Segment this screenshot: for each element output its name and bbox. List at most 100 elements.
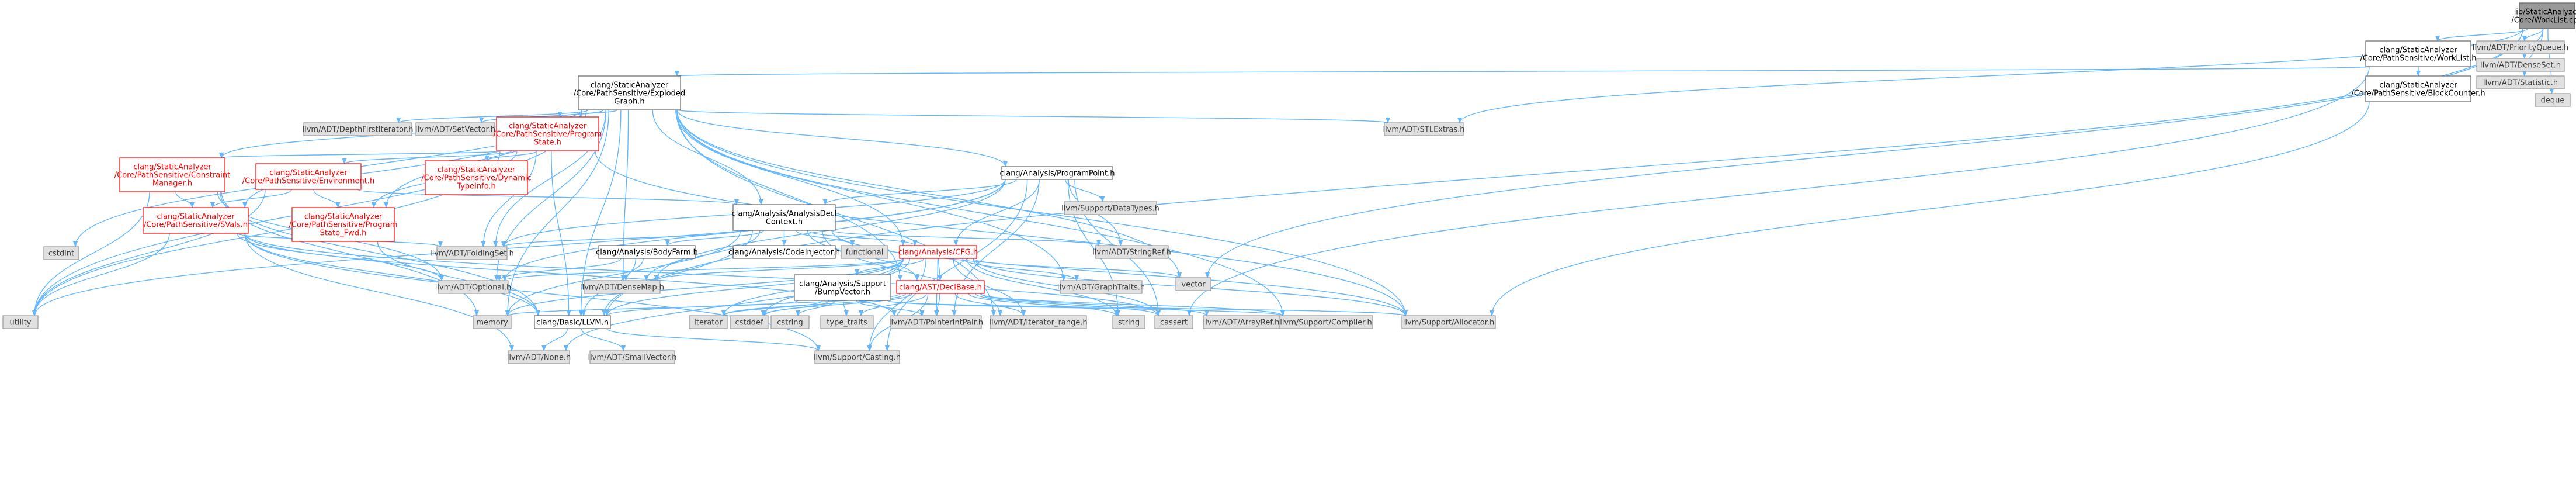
node-label-line: /BumpVector.h — [815, 288, 870, 297]
node-vector[interactable]: vector — [1175, 277, 1211, 291]
node-box — [473, 315, 512, 329]
node-label-line: clang/AST/DeclBase.h — [899, 284, 982, 292]
node-utility[interactable]: utility — [2, 315, 39, 329]
node-label-line: clang/StaticAnalyzer — [438, 166, 516, 175]
node-none[interactable]: llvm/ADT/None.h — [507, 350, 571, 364]
node-box — [255, 163, 362, 190]
edge-analysis_decl_context-to-folding_set — [501, 230, 738, 247]
node-bump-vector[interactable]: clang/Analysis/Support/BumpVector.h — [794, 274, 891, 301]
node-dynamic-type[interactable]: clang/StaticAnalyzer/Core/PathSensitive/… — [421, 160, 532, 195]
node-small-vector[interactable]: llvm/ADT/SmallVector.h — [588, 350, 677, 364]
edge-program_state-to-dynamic_type — [484, 150, 537, 161]
edge-constraint_manager-to-svals — [175, 191, 195, 208]
node-cassert[interactable]: cassert — [1154, 315, 1193, 329]
node-compiler[interactable]: llvm/Support/Compiler.h — [1279, 315, 1373, 329]
node-functional[interactable]: functional — [841, 245, 888, 259]
node-box — [2535, 93, 2571, 107]
node-body-farm[interactable]: clang/Analysis/BodyFarm.h — [596, 245, 698, 259]
node-label-line: State.h — [534, 139, 561, 147]
node-pointer-int-pair[interactable]: llvm/ADT/PointerIntPair.h — [889, 315, 983, 329]
node-label-line: clang/Analysis/CFG.h — [898, 248, 978, 257]
node-set-vector[interactable]: llvm/ADT/SetVector.h — [415, 122, 495, 136]
edge-cfg-to-basic_llvm — [605, 258, 904, 316]
edge-cfg-to-memory — [505, 258, 904, 316]
node-type-traits[interactable]: type_traits — [820, 315, 874, 329]
node-box — [730, 315, 769, 329]
node-folding-set[interactable]: llvm/ADT/FoldingSet.h — [430, 246, 514, 260]
node-cstring[interactable]: cstring — [770, 315, 810, 329]
node-label-line: /Core/PathSensitive/Constraint — [114, 171, 230, 180]
node-label-line: /Core/PathSensitive/Environment.h — [242, 177, 374, 186]
node-box — [689, 315, 728, 329]
node-code-injector[interactable]: clang/Analysis/CodeInjector.h — [728, 245, 840, 259]
node-dense-map[interactable]: llvm/ADT/DenseMap.h — [580, 280, 664, 294]
node-depth-first[interactable]: llvm/ADT/DepthFirstIterator.h — [303, 122, 414, 136]
node-iterator-range[interactable]: llvm/ADT/iterator_range.h — [989, 315, 1088, 329]
edge-environment-to-svals — [210, 189, 292, 208]
node-basic-llvm[interactable]: clang/Basic/LLVM.h — [534, 315, 611, 329]
node-environment[interactable]: clang/StaticAnalyzer/Core/PathSensitive/… — [242, 163, 374, 190]
node-dense-set[interactable]: llvm/ADT/DenseSet.h — [2476, 58, 2565, 72]
node-stl-extras[interactable]: llvm/ADT/STLExtras.h — [1383, 122, 1465, 136]
node-label-line: clang/StaticAnalyzer — [157, 213, 235, 222]
node-program-point[interactable]: clang/Analysis/ProgramPoint.h — [999, 166, 1115, 180]
edge-cfg-to-string — [966, 258, 1119, 316]
node-exploded-graph[interactable]: clang/StaticAnalyzer/Core/PathSensitive/… — [574, 75, 685, 110]
node-box — [2476, 40, 2565, 54]
node-root[interactable]: lib/StaticAnalyzer/Core/WorkList.cpp — [2511, 2, 2576, 29]
node-label-line: clang/Basic/LLVM.h — [536, 319, 609, 327]
node-constraint-manager[interactable]: clang/StaticAnalyzer/Core/PathSensitive/… — [114, 157, 230, 192]
node-worklist-h[interactable]: clang/StaticAnalyzer/Core/PathSensitive/… — [2360, 40, 2477, 67]
node-label-line: clang/Analysis/CodeInjector.h — [728, 248, 840, 257]
node-program-state-fwd[interactable]: clang/StaticAnalyzer/Core/PathSensitive/… — [289, 207, 398, 242]
node-allocator[interactable]: llvm/Support/Allocator.h — [1401, 315, 1496, 329]
node-box — [732, 204, 836, 231]
node-box — [1384, 122, 1464, 136]
node-string[interactable]: string — [1112, 315, 1145, 329]
edge-bump_vector-to-cstring — [796, 300, 835, 316]
node-label-line: /Core/PathSensitive/Exploded — [574, 89, 685, 98]
node-cfg[interactable]: clang/Analysis/CFG.h — [898, 245, 978, 259]
node-optional[interactable]: llvm/ADT/Optional.h — [435, 280, 512, 294]
node-label-line: clang/StaticAnalyzer — [591, 81, 669, 90]
node-cstddef[interactable]: cstddef — [730, 315, 769, 329]
node-label-line: llvm/ADT/Statistic.h — [2483, 79, 2558, 88]
edge-exploded_graph-to-folding_set — [493, 109, 606, 247]
edge-exploded_graph-to-analysis_decl_context — [652, 109, 763, 205]
node-statistic[interactable]: llvm/ADT/Statistic.h — [2476, 75, 2565, 89]
node-label-line: llvm/ADT/FoldingSet.h — [430, 250, 514, 258]
node-label-line: clang/StaticAnalyzer — [133, 163, 211, 172]
node-box — [820, 315, 874, 329]
node-string-ref[interactable]: llvm/ADT/StringRef.h — [1092, 245, 1171, 259]
edge-exploded_graph-to-stl_extras — [676, 109, 1390, 123]
node-array-ref[interactable]: llvm/ADT/ArrayRef.h — [1203, 315, 1280, 329]
node-box — [2476, 75, 2565, 89]
node-box — [589, 350, 675, 364]
node-graph-traits[interactable]: llvm/ADT/GraphTraits.h — [1057, 280, 1145, 294]
node-svals[interactable]: clang/StaticAnalyzer/Core/PathSensitive/… — [143, 207, 249, 234]
node-data-types[interactable]: llvm/Support/DataTypes.h — [1061, 201, 1159, 215]
node-label-line: type_traits — [827, 319, 867, 327]
node-iterator[interactable]: iterator — [689, 315, 728, 329]
node-box — [291, 207, 395, 242]
edge-exploded_graph-to-basic_llvm — [578, 109, 622, 316]
node-label-line: lib/StaticAnalyzer — [2514, 8, 2576, 17]
node-priority-queue[interactable]: llvm/ADT/PriorityQueue.h — [2473, 40, 2569, 54]
node-casting[interactable]: llvm/Support/Casting.h — [814, 350, 901, 364]
node-label-line: /Core/PathSensitive/SVals.h — [144, 221, 248, 230]
node-label-line: llvm/ADT/DepthFirstIterator.h — [303, 126, 414, 134]
edge-program_state_fwd-to-basic_llvm — [377, 241, 541, 316]
node-label-line: llvm/Support/Casting.h — [814, 354, 901, 362]
node-cstdint[interactable]: cstdint — [43, 246, 79, 260]
node-memory[interactable]: memory — [473, 315, 512, 329]
node-block-counter[interactable]: clang/StaticAnalyzer/Core/PathSensitive/… — [2351, 75, 2485, 102]
node-label-line: /Core/PathSensitive/Program — [494, 130, 602, 139]
edge-cfg-to-vector — [973, 258, 1182, 278]
node-decl-base[interactable]: clang/AST/DeclBase.h — [896, 280, 985, 294]
node-label-line: llvm/ADT/None.h — [507, 354, 571, 362]
node-deque[interactable]: deque — [2535, 93, 2571, 107]
edge-bump_vector-to-memory — [505, 300, 799, 316]
edge-analysis_decl_context-to-dense_map — [644, 230, 761, 281]
node-program-state[interactable]: clang/StaticAnalyzer/Core/PathSensitive/… — [494, 116, 602, 151]
